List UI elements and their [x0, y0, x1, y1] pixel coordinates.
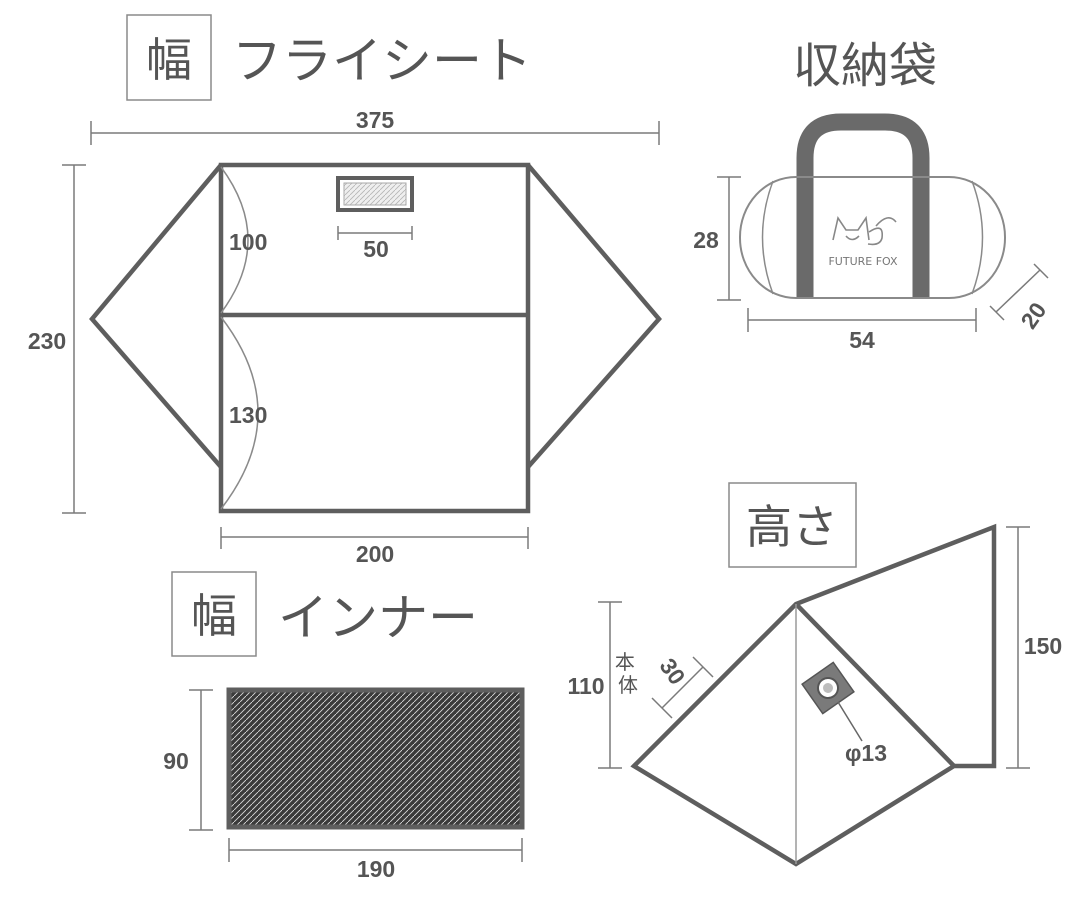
- height-label: 高さ: [746, 500, 838, 554]
- bag-body: [739, 176, 1006, 299]
- inner-label-box: [171, 571, 257, 657]
- fly-upper-panel: 100: [229, 229, 267, 255]
- inner-label: 幅: [191, 589, 237, 643]
- height-body: 110: [567, 673, 604, 699]
- fly-window-width: 50: [363, 236, 389, 262]
- inner-height: 90: [163, 748, 189, 774]
- bag-height: 28: [693, 227, 719, 253]
- fly-base-width: 200: [356, 541, 394, 567]
- bag-section: 収納袋 FUTURE FOX 28 54 20: [693, 38, 1051, 353]
- inner-width: 190: [357, 856, 395, 882]
- bag-title: 収納袋: [793, 38, 937, 94]
- inner-section: 幅 インナー 90 190: [163, 571, 525, 882]
- bag-depth: 20: [1015, 297, 1051, 333]
- height-label-box: [728, 482, 857, 568]
- fly-height: 230: [28, 328, 66, 354]
- fox-logo-icon: [832, 215, 897, 246]
- fly-total-width: 375: [356, 107, 395, 133]
- inner-mesh: [226, 687, 525, 830]
- height-section: 高さ φ13 150 110 本 体 30: [567, 482, 1062, 867]
- bag-handle: [796, 113, 930, 298]
- bag-length: 54: [849, 327, 875, 353]
- vent-diameter: φ13: [845, 740, 887, 766]
- fly-right-wing: [526, 163, 662, 469]
- fly-sheet-label: 幅: [146, 33, 192, 87]
- fly-left-wing: [89, 163, 223, 469]
- fly-lower-panel: 130: [229, 402, 267, 428]
- height-body-label: 本 体: [615, 650, 641, 697]
- vent-icon: [801, 661, 855, 715]
- fly-sheet-label-box: [126, 14, 212, 101]
- fly-sheet-section: 幅 フライシート 375 230 100 130 50 2: [28, 14, 662, 567]
- fly-body: [218, 162, 531, 514]
- fly-sheet-title: フライシート: [232, 32, 532, 90]
- height-total: 150: [1024, 633, 1062, 659]
- bag-logo-text: FUTURE FOX: [828, 255, 898, 268]
- inner-title: インナー: [278, 589, 478, 647]
